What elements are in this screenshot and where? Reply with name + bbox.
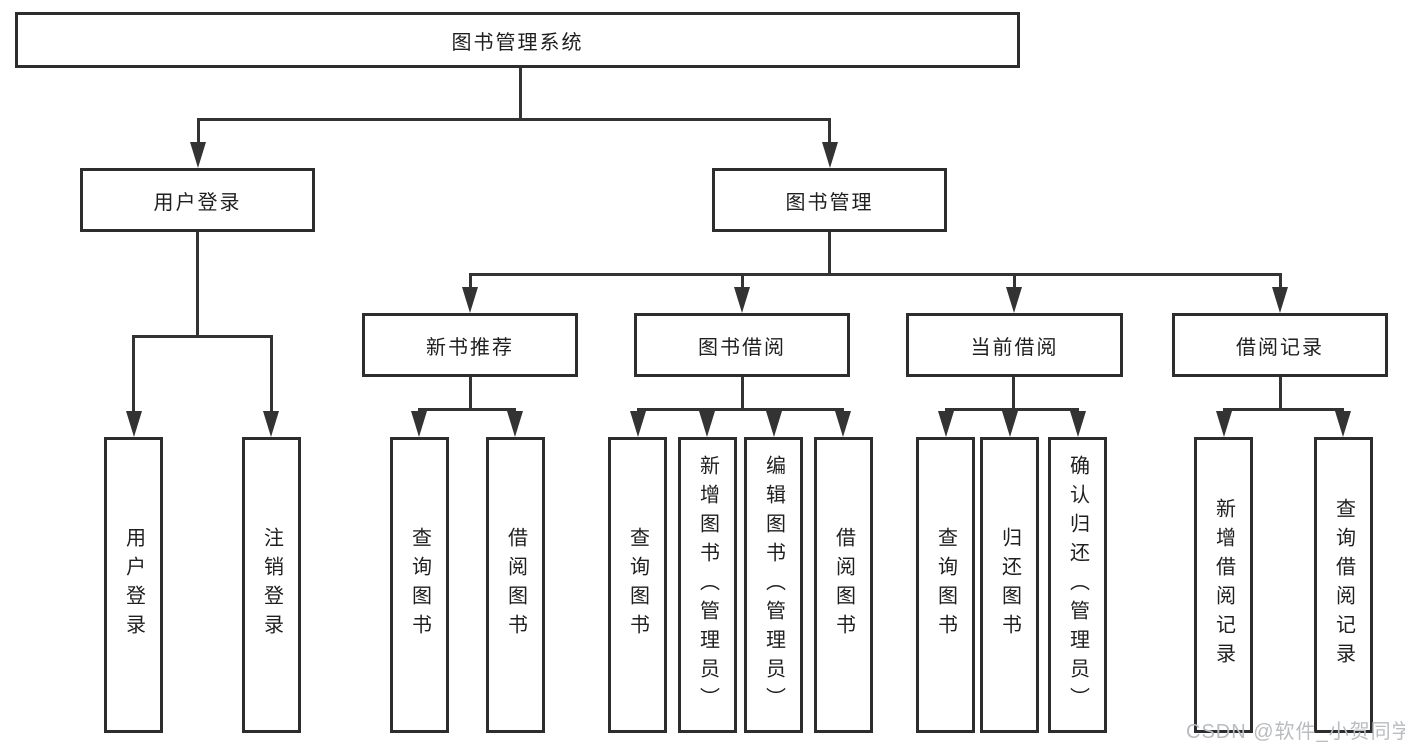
connector-line [197,121,200,144]
connector-line [519,68,522,118]
node-add-book-admin: 新增图书（管理员） [678,437,737,733]
connector-line [132,338,135,411]
node-label: 新书推荐 [426,336,514,359]
arrowhead-down [411,411,427,437]
arrowhead-down [835,411,851,437]
node-label: 借阅图书 [504,527,527,643]
node-label: 新增借阅记录 [1212,498,1235,672]
node-add-borrow-record: 新增借阅记录 [1194,437,1253,733]
arrowhead-down [1002,411,1018,437]
node-return-books: 归还图书 [980,437,1039,733]
arrowhead-down [507,411,523,437]
connector-line [741,276,744,289]
node-book-borrowing: 图书借阅 [634,313,850,377]
node-user-login: 用户登录 [80,168,315,232]
node-label: 图书管理 [785,191,874,214]
arrowhead-down [699,411,715,437]
connector-line [196,232,199,335]
node-search-books-borrowing: 查询图书 [608,437,667,733]
arrowhead-down [822,142,838,168]
node-label: 图书借阅 [698,336,786,359]
connector-line [637,408,844,411]
node-label: 借阅图书 [832,527,855,643]
arrowhead-down [126,411,142,437]
node-book-management: 图书管理 [712,168,947,232]
node-label: 编辑图书（管理员） [762,454,785,716]
node-edit-book-admin: 编辑图书（管理员） [744,437,803,733]
connector-line [469,276,472,289]
node-label: 归还图书 [998,527,1021,643]
node-label: 确认归还（管理员） [1066,454,1089,716]
connector-line [197,118,831,121]
node-label: 当前借阅 [970,336,1059,359]
node-user-login-action: 用户登录 [104,437,163,733]
connector-line [1223,408,1344,411]
node-borrow-books-recommend: 借阅图书 [486,437,545,733]
node-borrowing-records: 借阅记录 [1172,313,1388,377]
connector-line [469,377,472,408]
node-label: 查询图书 [626,527,649,643]
arrowhead-down [1070,411,1086,437]
node-label: 查询图书 [934,527,957,643]
node-label: 用户登录 [122,527,145,643]
connector-line [945,408,1079,411]
connector-line [741,377,744,408]
connector-line [828,121,831,144]
connector-line [1279,377,1282,408]
arrowhead-down [734,287,750,313]
node-borrow-books-borrowing: 借阅图书 [814,437,873,733]
arrowhead-down [938,411,954,437]
arrowhead-down [630,411,646,437]
connector-line [828,232,831,273]
arrowhead-down [263,411,279,437]
csdn-watermark: CSDN @软件_小贺同学 [1186,721,1405,743]
node-label: 查询借阅记录 [1332,498,1355,672]
node-label: 查询图书 [408,527,431,643]
arrowhead-down [766,411,782,437]
node-current-borrowing: 当前借阅 [906,313,1123,377]
connector-line [1279,276,1282,289]
node-label: 新增图书（管理员） [696,454,719,716]
node-search-books-current: 查询图书 [916,437,975,733]
connector-line [1013,276,1016,289]
arrowhead-down [462,287,478,313]
connector-line [418,408,516,411]
node-label: 借阅记录 [1236,336,1324,359]
node-search-borrow-record: 查询借阅记录 [1314,437,1373,733]
connector-line [1012,377,1015,408]
connector-line [270,338,273,411]
arrowhead-down [1272,287,1288,313]
node-logout: 注销登录 [242,437,301,733]
connector-line [132,335,273,338]
node-label: 图书管理系统 [451,31,584,54]
node-search-books-recommend: 查询图书 [390,437,449,733]
node-library-management-system: 图书管理系统 [15,12,1020,68]
connector-line [469,273,1282,276]
arrowhead-down [1216,411,1232,437]
node-new-book-recommendation: 新书推荐 [362,313,578,377]
node-confirm-return-admin: 确认归还（管理员） [1048,437,1107,733]
node-label: 用户登录 [153,191,242,214]
arrowhead-down [190,142,206,168]
arrowhead-down [1335,411,1351,437]
node-label: 注销登录 [260,527,283,643]
arrowhead-down [1006,287,1022,313]
